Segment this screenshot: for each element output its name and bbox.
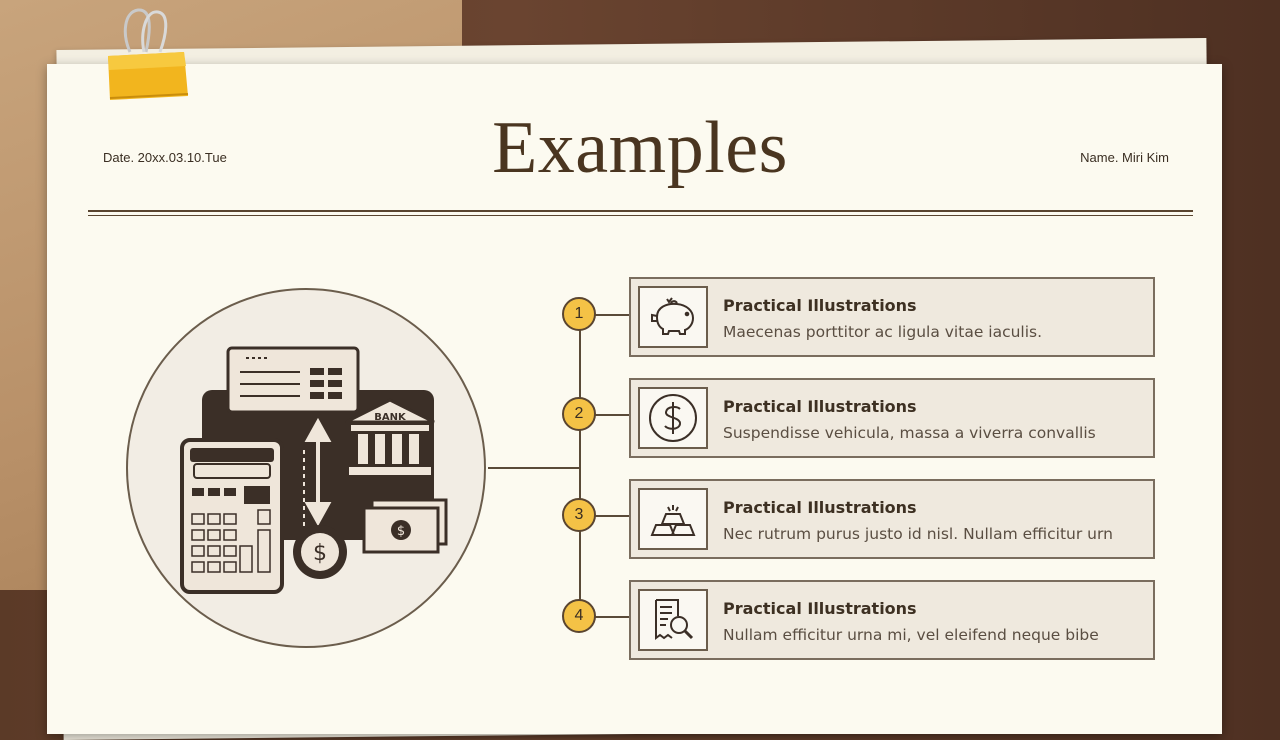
finance-illustration-circle: BANK $ $ (126, 288, 486, 648)
connector-vertical (579, 314, 581, 617)
list-item: Practical Illustrations Nullam efficitur… (629, 580, 1155, 660)
header-name: Name. Miri Kim (1080, 150, 1169, 165)
item-title: Practical Illustrations (723, 498, 917, 517)
calculator-icon (180, 438, 284, 594)
banknotes-icon: $ (362, 498, 448, 554)
document-search-icon (638, 589, 708, 651)
step-number-2: 2 (562, 397, 596, 431)
binder-clip-icon (108, 8, 189, 100)
step-number-4: 4 (562, 599, 596, 633)
coin-dollar-sign: $ (313, 541, 327, 566)
step-number-1: 1 (562, 297, 596, 331)
step-number-3: 3 (562, 498, 596, 532)
bank-building-icon: BANK (345, 398, 435, 477)
item-description: Suspendisse vehicula, massa a viverra co… (723, 424, 1096, 442)
connector-stub-1 (580, 314, 630, 316)
item-title: Practical Illustrations (723, 599, 917, 618)
header-rule-top (88, 210, 1193, 212)
item-title: Practical Illustrations (723, 397, 917, 416)
exchange-arrows-icon (303, 417, 332, 527)
header-rule-bottom (88, 215, 1193, 216)
page-title: Examples (492, 107, 788, 189)
header-date: Date. 20xx.03.10.Tue (103, 150, 227, 165)
gold-bars-icon (638, 488, 708, 550)
item-title: Practical Illustrations (723, 296, 917, 315)
connector-stub-4 (580, 616, 630, 618)
dollar-coin-icon (638, 387, 708, 449)
check-icon (226, 346, 360, 414)
coin-icon: $ (293, 525, 347, 579)
item-description: Nullam efficitur urna mi, vel eleifend n… (723, 626, 1099, 644)
finance-illustration: BANK $ $ (180, 346, 448, 594)
list-item: Practical Illustrations Suspendisse vehi… (629, 378, 1155, 458)
item-description: Nec rutrum purus justo id nisl. Nullam e… (723, 525, 1113, 543)
connector-stub-3 (580, 515, 630, 517)
bank-label: BANK (374, 412, 407, 423)
bill-dollar-sign: $ (397, 524, 405, 539)
item-description: Maecenas porttitor ac ligula vitae iacul… (723, 323, 1043, 341)
connector-horizontal (488, 467, 580, 469)
list-item: Practical Illustrations Nec rutrum purus… (629, 479, 1155, 559)
list-item: Practical Illustrations Maecenas porttit… (629, 277, 1155, 357)
piggy-bank-icon (638, 286, 708, 348)
connector-stub-2 (580, 414, 630, 416)
